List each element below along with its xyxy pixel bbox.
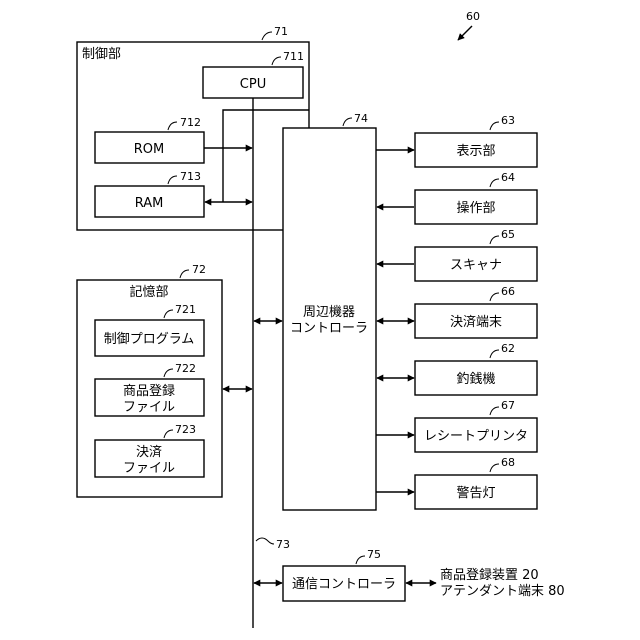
receipt-printer-label: レシートプリンタ (424, 429, 528, 444)
control-unit-label: 制御部 (82, 47, 121, 62)
storage-unit-ref: 72 (192, 263, 206, 276)
scanner-label: スキャナ (450, 258, 502, 273)
device-operation: 操作部 64 (377, 171, 537, 224)
cpu-ref: 711 (283, 50, 304, 63)
ram-label: RAM (135, 196, 164, 211)
receipt-printer-ref: 67 (501, 399, 515, 412)
peripheral-controller-line2: コントローラ (290, 321, 368, 336)
control-unit-ref: 71 (274, 25, 288, 38)
display-ref-squiggle (490, 122, 499, 130)
control-program-ref: 721 (175, 303, 196, 316)
settlement-file-line1: 決済 (136, 444, 162, 460)
payment-terminal-ref: 66 (501, 285, 515, 298)
product-file-line2: ファイル (123, 400, 175, 415)
figure-ref: 60 (466, 10, 480, 23)
storage-unit-label: 記憶部 (129, 284, 168, 300)
scanner-ref-squiggle (490, 236, 499, 244)
settlement-file-ref: 723 (175, 423, 196, 436)
comm-controller-ref-squiggle (356, 556, 365, 564)
operation-ref-squiggle (490, 179, 499, 187)
payment-terminal-label: 決済端末 (450, 314, 502, 330)
operation-label: 操作部 (456, 200, 495, 216)
comm-controller-label: 通信コントローラ (292, 577, 396, 592)
peripheral-controller-ref-squiggle (343, 118, 352, 126)
bus-ref-squiggle (256, 538, 274, 544)
device-change-machine: 釣銭機 62 (377, 342, 537, 395)
warning-light-ref: 68 (501, 456, 515, 469)
rom-ref: 712 (180, 116, 201, 129)
control-unit-ref-squiggle (262, 32, 272, 40)
operation-ref: 64 (501, 171, 515, 184)
device-scanner: スキャナ 65 (377, 228, 537, 281)
ram-ref: 713 (180, 170, 201, 183)
warning-light-ref-squiggle (490, 464, 499, 472)
display-label: 表示部 (456, 144, 495, 159)
product-file-ref: 722 (175, 362, 196, 375)
control-program-label: 制御プログラム (104, 332, 195, 347)
device-display: 表示部 63 (376, 114, 537, 167)
change-machine-ref-squiggle (490, 350, 499, 358)
receipt-printer-ref-squiggle (490, 407, 499, 415)
change-machine-label: 釣銭機 (456, 371, 495, 387)
figure-ref-arrow (458, 26, 472, 40)
change-machine-ref: 62 (501, 342, 515, 355)
storage-unit-ref-squiggle (180, 270, 189, 278)
rom-label: ROM (134, 142, 164, 157)
peripheral-controller-ref: 74 (354, 112, 368, 125)
settlement-file-line2: ファイル (123, 461, 175, 476)
scanner-ref: 65 (501, 228, 515, 241)
cpu-label: CPU (240, 77, 266, 92)
external-line2: アテンダント端末 80 (440, 584, 565, 599)
product-file-line1: 商品登録 (123, 384, 175, 399)
display-ref: 63 (501, 114, 515, 127)
comm-controller-ref: 75 (367, 548, 381, 561)
device-receipt-printer: レシートプリンタ 67 (376, 399, 537, 452)
payment-terminal-ref-squiggle (490, 293, 499, 301)
peripheral-controller-line1: 周辺機器 (303, 305, 355, 320)
device-warning-light: 警告灯 68 (376, 456, 537, 509)
device-payment-terminal: 決済端末 66 (377, 285, 537, 338)
bus-ref: 73 (276, 538, 290, 551)
warning-light-label: 警告灯 (456, 485, 495, 501)
external-line1: 商品登録装置 20 (440, 568, 539, 583)
